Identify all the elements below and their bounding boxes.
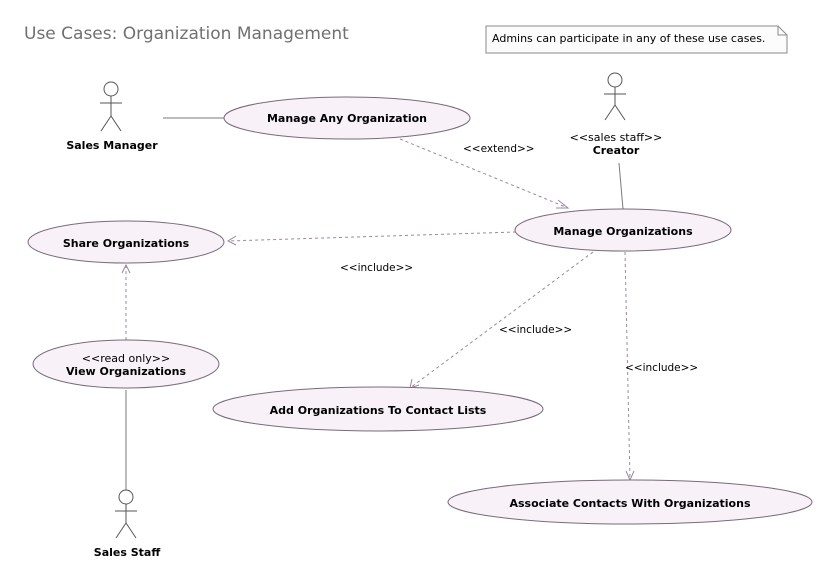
use-case-label: Manage Organizations: [553, 225, 693, 238]
include-add-edge: [409, 251, 594, 389]
include-add-arrowhead: [409, 378, 420, 389]
use-case-label: Add Organizations To Contact Lists: [270, 404, 487, 417]
actor-label: Sales Staff: [94, 546, 161, 559]
actor-icon: [604, 72, 626, 121]
use-case-associate-contacts-with-organizations[interactable]: Associate Contacts With Organizations: [447, 479, 813, 525]
include-associate-label: <<include>>: [625, 362, 698, 374]
extend-edge: [399, 138, 569, 209]
use-case-manage-any-organization[interactable]: Manage Any Organization: [223, 96, 471, 140]
include-share-edge: [227, 231, 517, 242]
use-case-label: Manage Any Organization: [267, 112, 427, 125]
generalization-arrowhead: [121, 263, 131, 274]
association-creator: [618, 162, 624, 210]
include-add-label: <<include>>: [499, 324, 572, 336]
note-text: Admins can participate in any of these u…: [492, 32, 765, 45]
extend-arrowhead: [556, 199, 570, 209]
actor-creator[interactable]: <<sales staff>> Creator: [570, 72, 663, 157]
use-case-share-organizations[interactable]: Share Organizations: [27, 220, 225, 264]
use-case-view-organizations[interactable]: <<read only>> View Organizations: [32, 339, 220, 389]
actor-sales-manager[interactable]: Sales Manager: [66, 81, 158, 152]
note: Admins can participate in any of these u…: [485, 25, 788, 54]
actor-label: Sales Manager: [66, 139, 158, 152]
use-case-label: Associate Contacts With Organizations: [509, 497, 750, 510]
use-case-add-organizations-to-contact-lists[interactable]: Add Organizations To Contact Lists: [212, 386, 544, 432]
actor-icon: [100, 81, 122, 132]
use-case-label: Share Organizations: [63, 237, 190, 250]
extend-label: <<extend>>: [463, 143, 535, 155]
use-case-manage-organizations[interactable]: Manage Organizations: [514, 208, 732, 252]
diagram-title: Use Cases: Organization Management: [24, 24, 349, 44]
actor-icon: [115, 489, 137, 539]
include-share-label: <<include>>: [340, 262, 413, 274]
use-case-stereotype: <<read only>>: [82, 352, 170, 365]
use-case-label: View Organizations: [66, 365, 186, 378]
actor-label: Creator: [593, 144, 640, 157]
include-share-arrowhead: [226, 235, 237, 246]
actor-sales-staff[interactable]: Sales Staff: [94, 489, 161, 559]
actor-stereotype: <<sales staff>>: [570, 131, 663, 144]
include-associate-edge: [624, 251, 631, 481]
